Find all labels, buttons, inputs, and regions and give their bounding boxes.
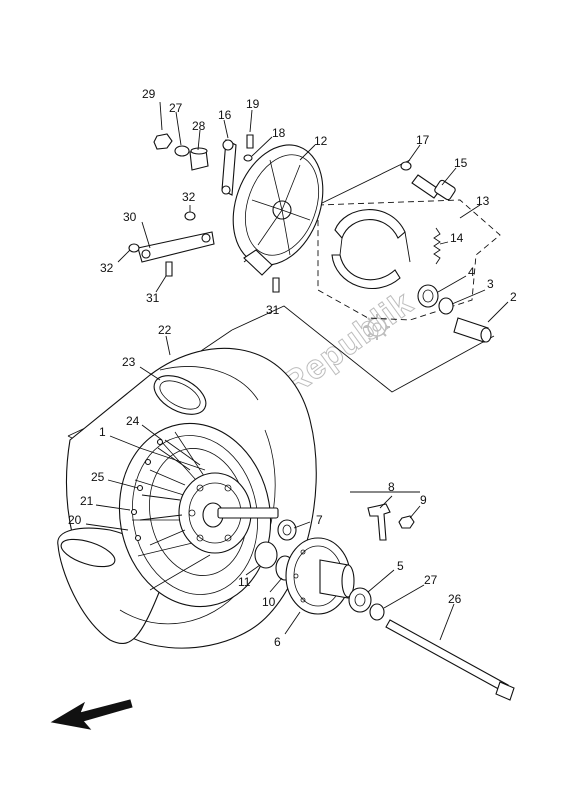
collar-2	[453, 317, 492, 343]
callout-17: 17	[416, 133, 430, 147]
callout-16: 16	[218, 108, 232, 122]
callout-30: 30	[123, 210, 137, 224]
callout-23: 23	[122, 355, 136, 369]
rim-band	[153, 375, 207, 415]
callout-3: 3	[487, 277, 494, 291]
nut-32-top	[184, 211, 196, 221]
brake-shoes	[331, 209, 411, 289]
callout-1: 1	[99, 425, 106, 439]
callout-22: 22	[158, 323, 172, 337]
callout-27-bottom: 27	[424, 573, 438, 587]
rear-axle-26	[385, 619, 515, 701]
washer-17	[400, 161, 412, 171]
nut-32-left	[128, 243, 140, 253]
callout-4: 4	[468, 265, 475, 279]
clutch-hub-6	[285, 537, 355, 615]
brake-spring	[433, 227, 441, 265]
tension-bar	[137, 231, 215, 263]
callout-13: 13	[476, 194, 490, 208]
brake-camshaft	[411, 174, 456, 201]
callout-9: 9	[420, 493, 427, 507]
callout-18: 18	[272, 126, 286, 140]
wheel-hub	[178, 472, 279, 554]
callout-31-right: 31	[266, 303, 280, 317]
washer-27-top	[174, 145, 190, 157]
callout-32-left: 32	[100, 261, 114, 275]
camshaft-lever	[221, 139, 237, 196]
locking-plate-8	[367, 503, 391, 541]
nut-9	[398, 515, 415, 529]
collar-28	[189, 147, 209, 171]
callout-25: 25	[91, 470, 105, 484]
spokes	[130, 438, 201, 546]
callout-6: 6	[274, 635, 281, 649]
leader-lines	[85, 101, 509, 641]
callout-31-left: 31	[146, 291, 160, 305]
callout-12: 12	[314, 134, 328, 148]
callout-labels: 1 2 3 4 5 6 7 8 9 10 11 12 13 14 15 16 1…	[68, 87, 517, 649]
callout-29: 29	[142, 87, 156, 101]
bolt-31-right	[272, 277, 280, 293]
bearing-7	[277, 519, 297, 541]
callout-28: 28	[192, 119, 206, 133]
brake-shoe-plate	[232, 144, 324, 276]
nut-29	[153, 133, 173, 150]
washer-18	[243, 154, 253, 162]
callout-27-top: 27	[169, 101, 183, 115]
callout-10: 10	[262, 595, 276, 609]
callout-7: 7	[316, 513, 323, 527]
callout-14: 14	[450, 231, 464, 245]
callout-5: 5	[397, 559, 404, 573]
bolt-31-left	[165, 261, 173, 277]
callout-15: 15	[454, 156, 468, 170]
callout-32-top: 32	[182, 190, 196, 204]
callout-20: 20	[68, 513, 82, 527]
gear-watermark-icon	[364, 314, 390, 340]
spacer-3	[438, 297, 454, 315]
bearing-4	[417, 284, 439, 308]
o-ring-11	[254, 541, 278, 569]
callout-8: 8	[388, 480, 395, 494]
bearing-5	[348, 587, 372, 613]
direction-arrow-icon	[50, 699, 133, 730]
callout-2: 2	[510, 290, 517, 304]
callout-19: 19	[246, 97, 260, 111]
callout-26: 26	[448, 592, 462, 606]
washer-27-bottom	[369, 603, 385, 621]
callout-11: 11	[238, 575, 251, 589]
callout-24: 24	[126, 414, 140, 428]
bolt-19	[246, 134, 254, 149]
callout-21: 21	[80, 494, 94, 508]
